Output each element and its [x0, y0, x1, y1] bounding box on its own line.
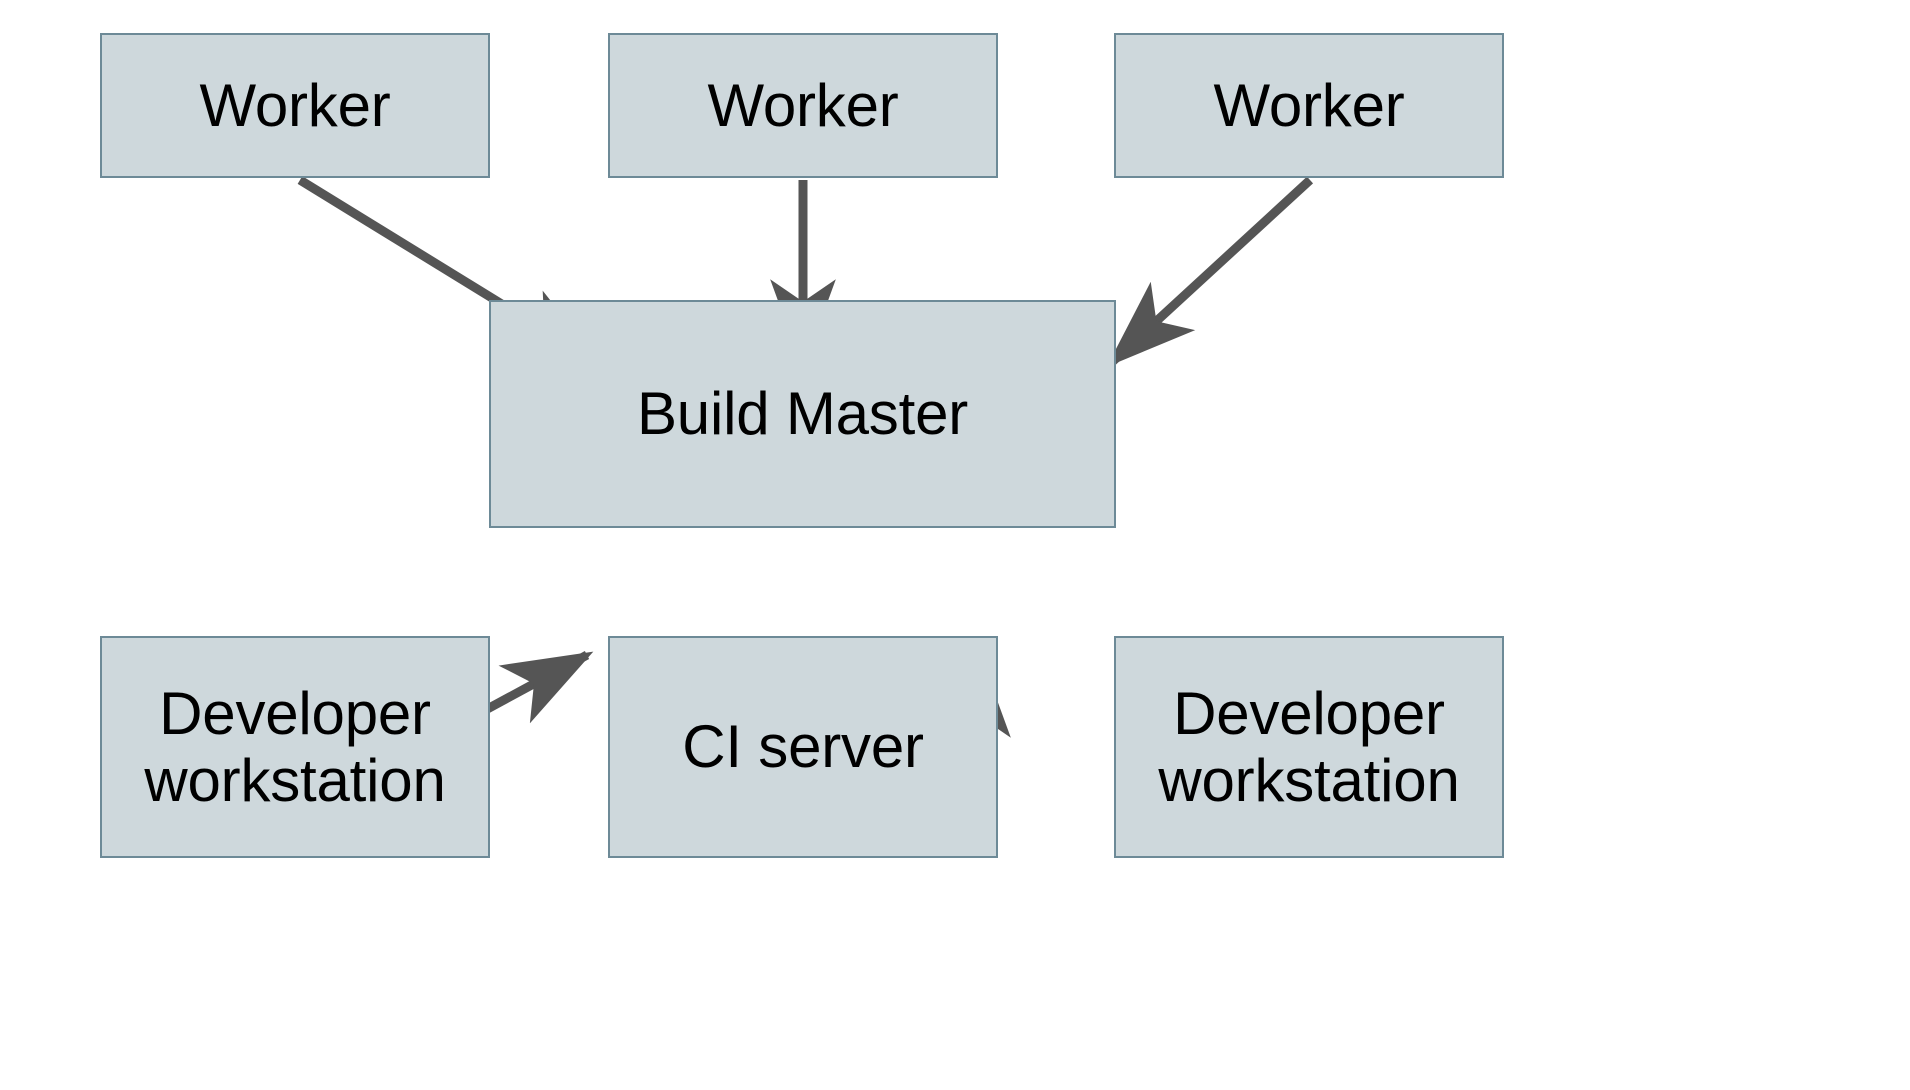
node-worker-1[interactable]: Worker: [100, 33, 490, 178]
node-worker-3[interactable]: Worker: [1114, 33, 1504, 178]
edge-worker-3-to-build-master: [1106, 176, 1314, 367]
node-worker-1-label: Worker: [199, 71, 391, 139]
node-developer-workstation-right[interactable]: Developer workstation: [1114, 636, 1504, 858]
node-developer-workstation-left-label: Developer workstation: [144, 679, 446, 814]
node-developer-workstation-right-label: Developer workstation: [1158, 679, 1460, 814]
node-ci-server-label: CI server: [682, 713, 924, 781]
node-ci-server[interactable]: CI server: [608, 636, 998, 858]
node-developer-workstation-left[interactable]: Developer workstation: [100, 636, 490, 858]
node-worker-2[interactable]: Worker: [608, 33, 998, 178]
node-worker-2-label: Worker: [707, 71, 899, 139]
node-worker-3-label: Worker: [1213, 71, 1405, 139]
node-build-master[interactable]: Build Master: [489, 300, 1116, 528]
node-build-master-label: Build Master: [636, 380, 969, 448]
